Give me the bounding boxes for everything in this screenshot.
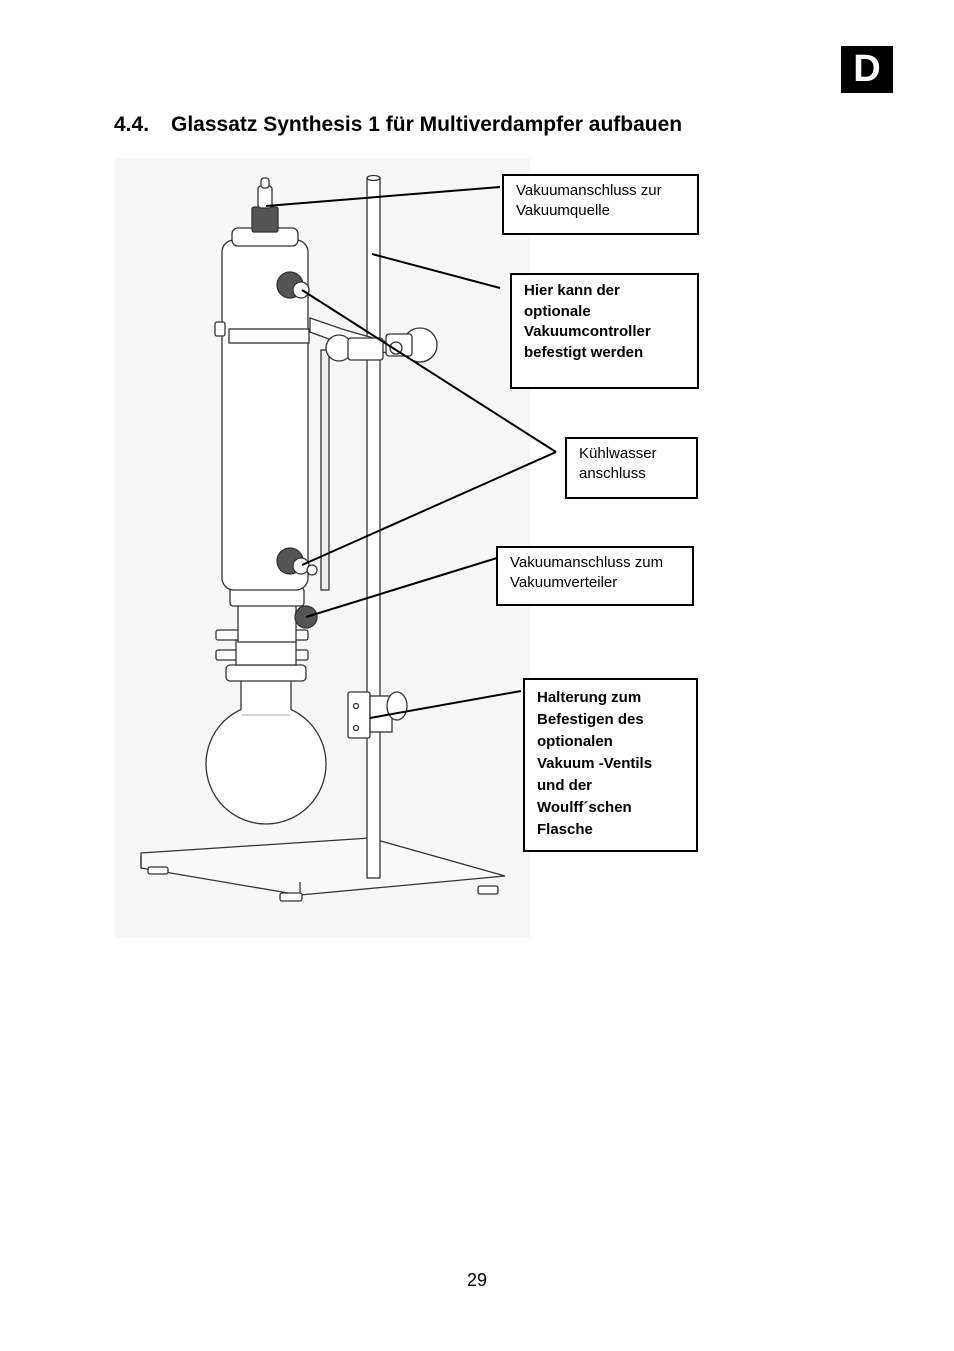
callout-text: optionalen	[537, 733, 613, 750]
callout-text: anschluss	[579, 465, 646, 482]
condenser-column	[214, 227, 330, 591]
language-tab: D	[841, 46, 893, 93]
callout-text: Flasche	[537, 821, 593, 838]
top-vacuum-connector	[251, 177, 279, 233]
callout-holder: Halterung zum Befestigen des optionalen …	[523, 678, 698, 852]
leader-line-controller	[371, 253, 501, 289]
round-bottom-flask	[205, 680, 327, 825]
callout-text: Vakuumcontroller	[524, 323, 651, 340]
callout-text: befestigt werden	[524, 343, 644, 361]
callout-text: Vakuumanschluss zur	[516, 182, 662, 199]
callout-text: Kühlwasser	[579, 445, 657, 462]
stand-rod	[366, 174, 381, 879]
leader-lines	[265, 186, 557, 719]
section-title: Glassatz Synthesis 1 für Multiverdampfer…	[171, 113, 683, 136]
callout-vacuum-distributor: Vakuumanschluss zum Vakuumverteiler	[496, 546, 694, 606]
base-plate	[140, 837, 506, 902]
section-number: 4.4.	[114, 113, 150, 136]
callout-text: Befestigen des	[537, 711, 644, 728]
leader-line-cooling-water-bottom	[301, 451, 557, 566]
boss-clamp	[309, 317, 438, 363]
callout-text: und der	[537, 777, 592, 794]
leader-line-vacuum-distributor	[305, 557, 498, 618]
callout-text: Vakuum -Ventils	[537, 755, 653, 772]
callout-text: Vakuumquelle	[516, 202, 610, 219]
section-heading: 4.4. Glassatz Synthesis 1 für Multiverdam…	[114, 113, 682, 137]
callout-text: Vakuumverteiler	[510, 574, 618, 591]
callout-text: Vakuumanschluss zum	[510, 554, 664, 571]
callout-text: Woulff´schen	[537, 799, 632, 816]
page-number: 29	[466, 1270, 488, 1290]
callout-controller: Hier kann der optionale Vakuumcontroller…	[510, 273, 699, 389]
condenser-adapter	[229, 587, 305, 643]
callout-cooling-water: Kühlwasser anschluss	[565, 437, 698, 499]
callout-text: optionale	[524, 302, 591, 320]
cooling-water-ports	[276, 271, 318, 629]
callout-text: Halterung zum	[537, 689, 642, 706]
leader-line-vacuum-source	[265, 186, 501, 207]
callout-vacuum-source: Vakuumanschluss zur Vakuumquelle	[502, 174, 699, 235]
leader-line-cooling-water-top	[301, 289, 557, 453]
callout-text: Hier kann der	[524, 282, 620, 299]
leader-line-holder	[369, 690, 522, 719]
